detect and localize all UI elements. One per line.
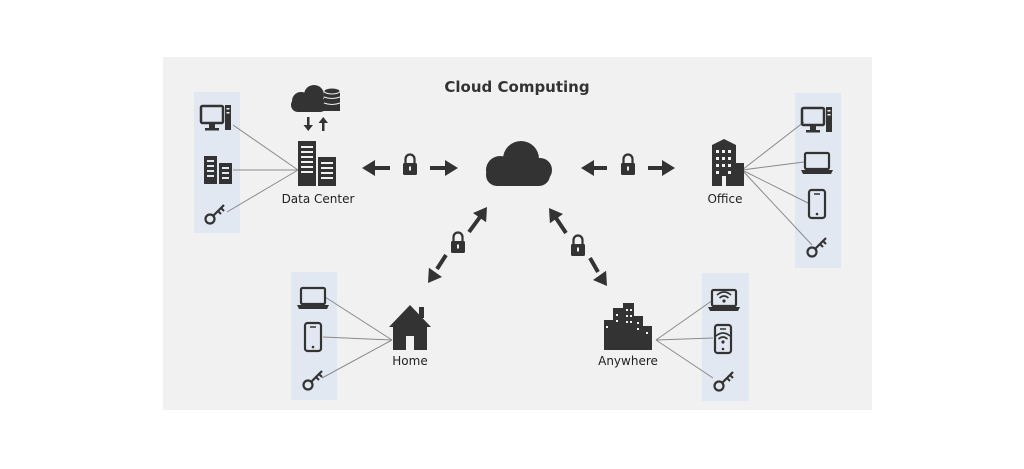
lock-icon (401, 153, 419, 177)
data-center-cloud-link (362, 153, 458, 177)
city-icon (604, 303, 652, 350)
upload-download-arrows (303, 117, 328, 131)
database-icon (323, 87, 341, 111)
home-cloud-link (421, 202, 494, 288)
server-building-icon (298, 141, 336, 186)
office-label: Office (707, 192, 742, 206)
office-cloud-link (581, 153, 675, 177)
cloud-storage-icon (291, 85, 341, 112)
office-building-icon (712, 139, 744, 186)
diagram-panel (163, 57, 872, 410)
data-center-label: Data Center (282, 192, 355, 206)
anywhere-cloud-link (542, 203, 614, 291)
device-connections (226, 121, 813, 379)
lock-icon (569, 234, 587, 258)
lock-icon (449, 231, 467, 255)
cloud-icon (486, 141, 552, 186)
home-label: Home (392, 354, 427, 368)
house-icon (389, 305, 431, 350)
diagram-title: Cloud Computing (444, 78, 589, 96)
lock-icon (619, 153, 637, 177)
anywhere-label: Anywhere (598, 354, 658, 368)
home-devices-box (291, 272, 337, 400)
